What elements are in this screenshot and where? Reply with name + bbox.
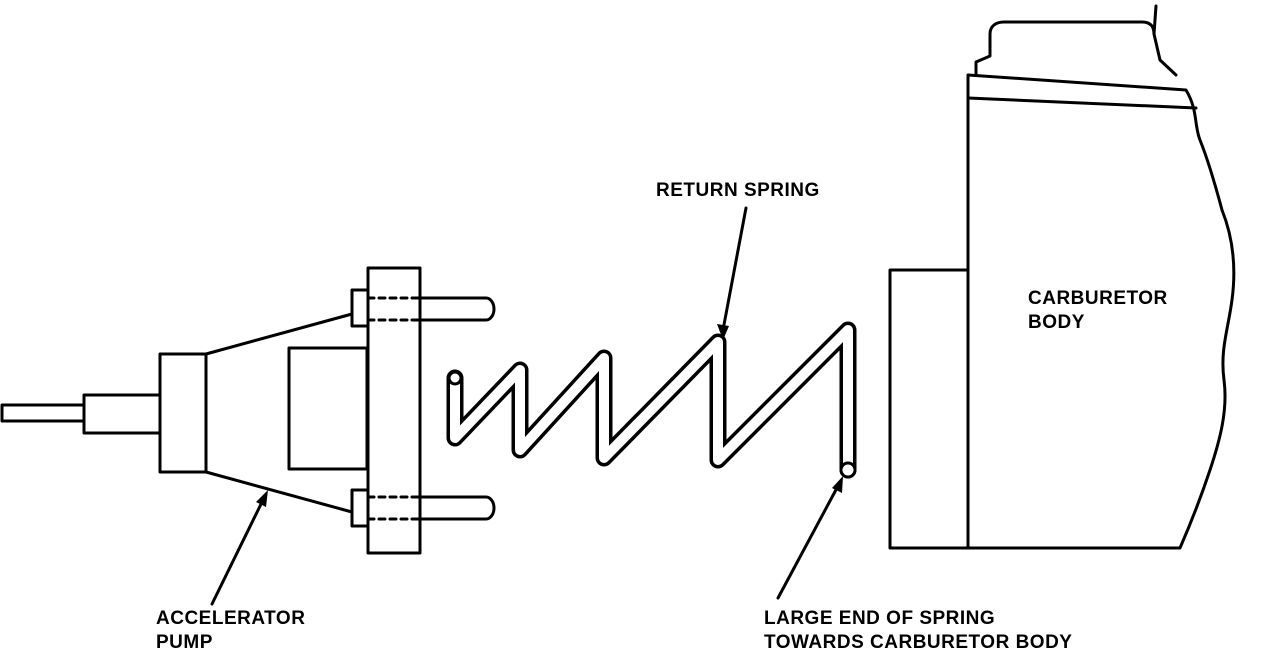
leader-arrows [210, 206, 843, 606]
return-spring [446, 321, 857, 479]
carburetor-main-body [966, 73, 1236, 550]
accelerator-pump-label: ACCELERATOR PUMP [156, 607, 305, 655]
carburetor-body-label-line1: CARBURETOR [1028, 288, 1168, 309]
carburetor-body [888, 4, 1236, 550]
pump-taper [204, 312, 354, 514]
carburetor-band [966, 96, 1198, 110]
large-end-arrow [776, 476, 843, 600]
large-end-label-line2: TOWARDS CARBURETOR BODY [764, 632, 1073, 653]
pump-plunger-rod [0, 403, 86, 423]
spring-end-small [447, 370, 463, 386]
accelerator-pump-label-line2: PUMP [156, 632, 213, 653]
pump-rod-collar [82, 393, 162, 435]
carburetor-body-label: CARBURETOR BODY [1028, 287, 1168, 335]
return-spring-arrow [717, 206, 748, 340]
accelerator-pump-label-line1: ACCELERATOR [156, 608, 306, 629]
accelerator-pump-arrow [210, 490, 268, 606]
spring-coil-outline [446, 321, 857, 479]
spring-coil-fill [450, 325, 853, 475]
upper-mounting-stud [350, 288, 496, 328]
carburetor-top-cap [974, 4, 1178, 77]
pump-cylinder [158, 352, 208, 474]
pump-flange [366, 266, 422, 555]
carburetor-body-label-line2: BODY [1028, 312, 1085, 333]
large-end-label: LARGE END OF SPRING TOWARDS CARBURETOR B… [764, 607, 1072, 655]
lower-mounting-stud [350, 488, 496, 528]
large-end-label-line1: LARGE END OF SPRING [764, 608, 996, 629]
return-spring-label: RETURN SPRING [656, 180, 820, 201]
carburetor-side-boss [888, 268, 970, 550]
pump-boss [287, 346, 369, 471]
spring-end-large [839, 461, 857, 479]
accelerator-pump [0, 266, 496, 555]
